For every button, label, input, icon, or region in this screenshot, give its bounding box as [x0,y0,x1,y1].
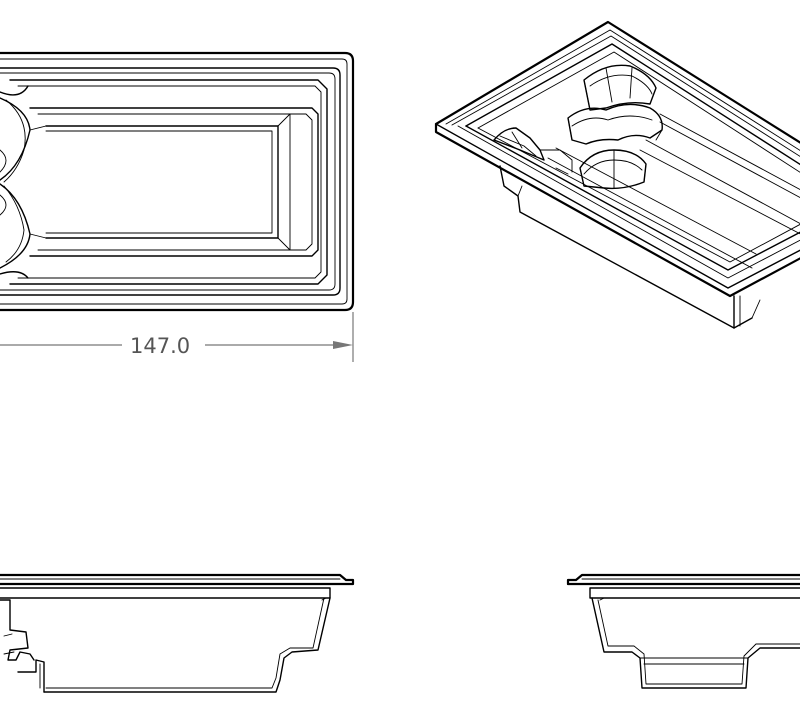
dimension-value: 147.0 [130,334,190,358]
side-view [0,573,355,693]
dimension-arrowhead [333,341,353,349]
top-view [0,51,355,312]
end-view [566,573,800,689]
isometric-view [434,20,800,329]
overall-length-dimension: 147.0 [0,312,354,362]
